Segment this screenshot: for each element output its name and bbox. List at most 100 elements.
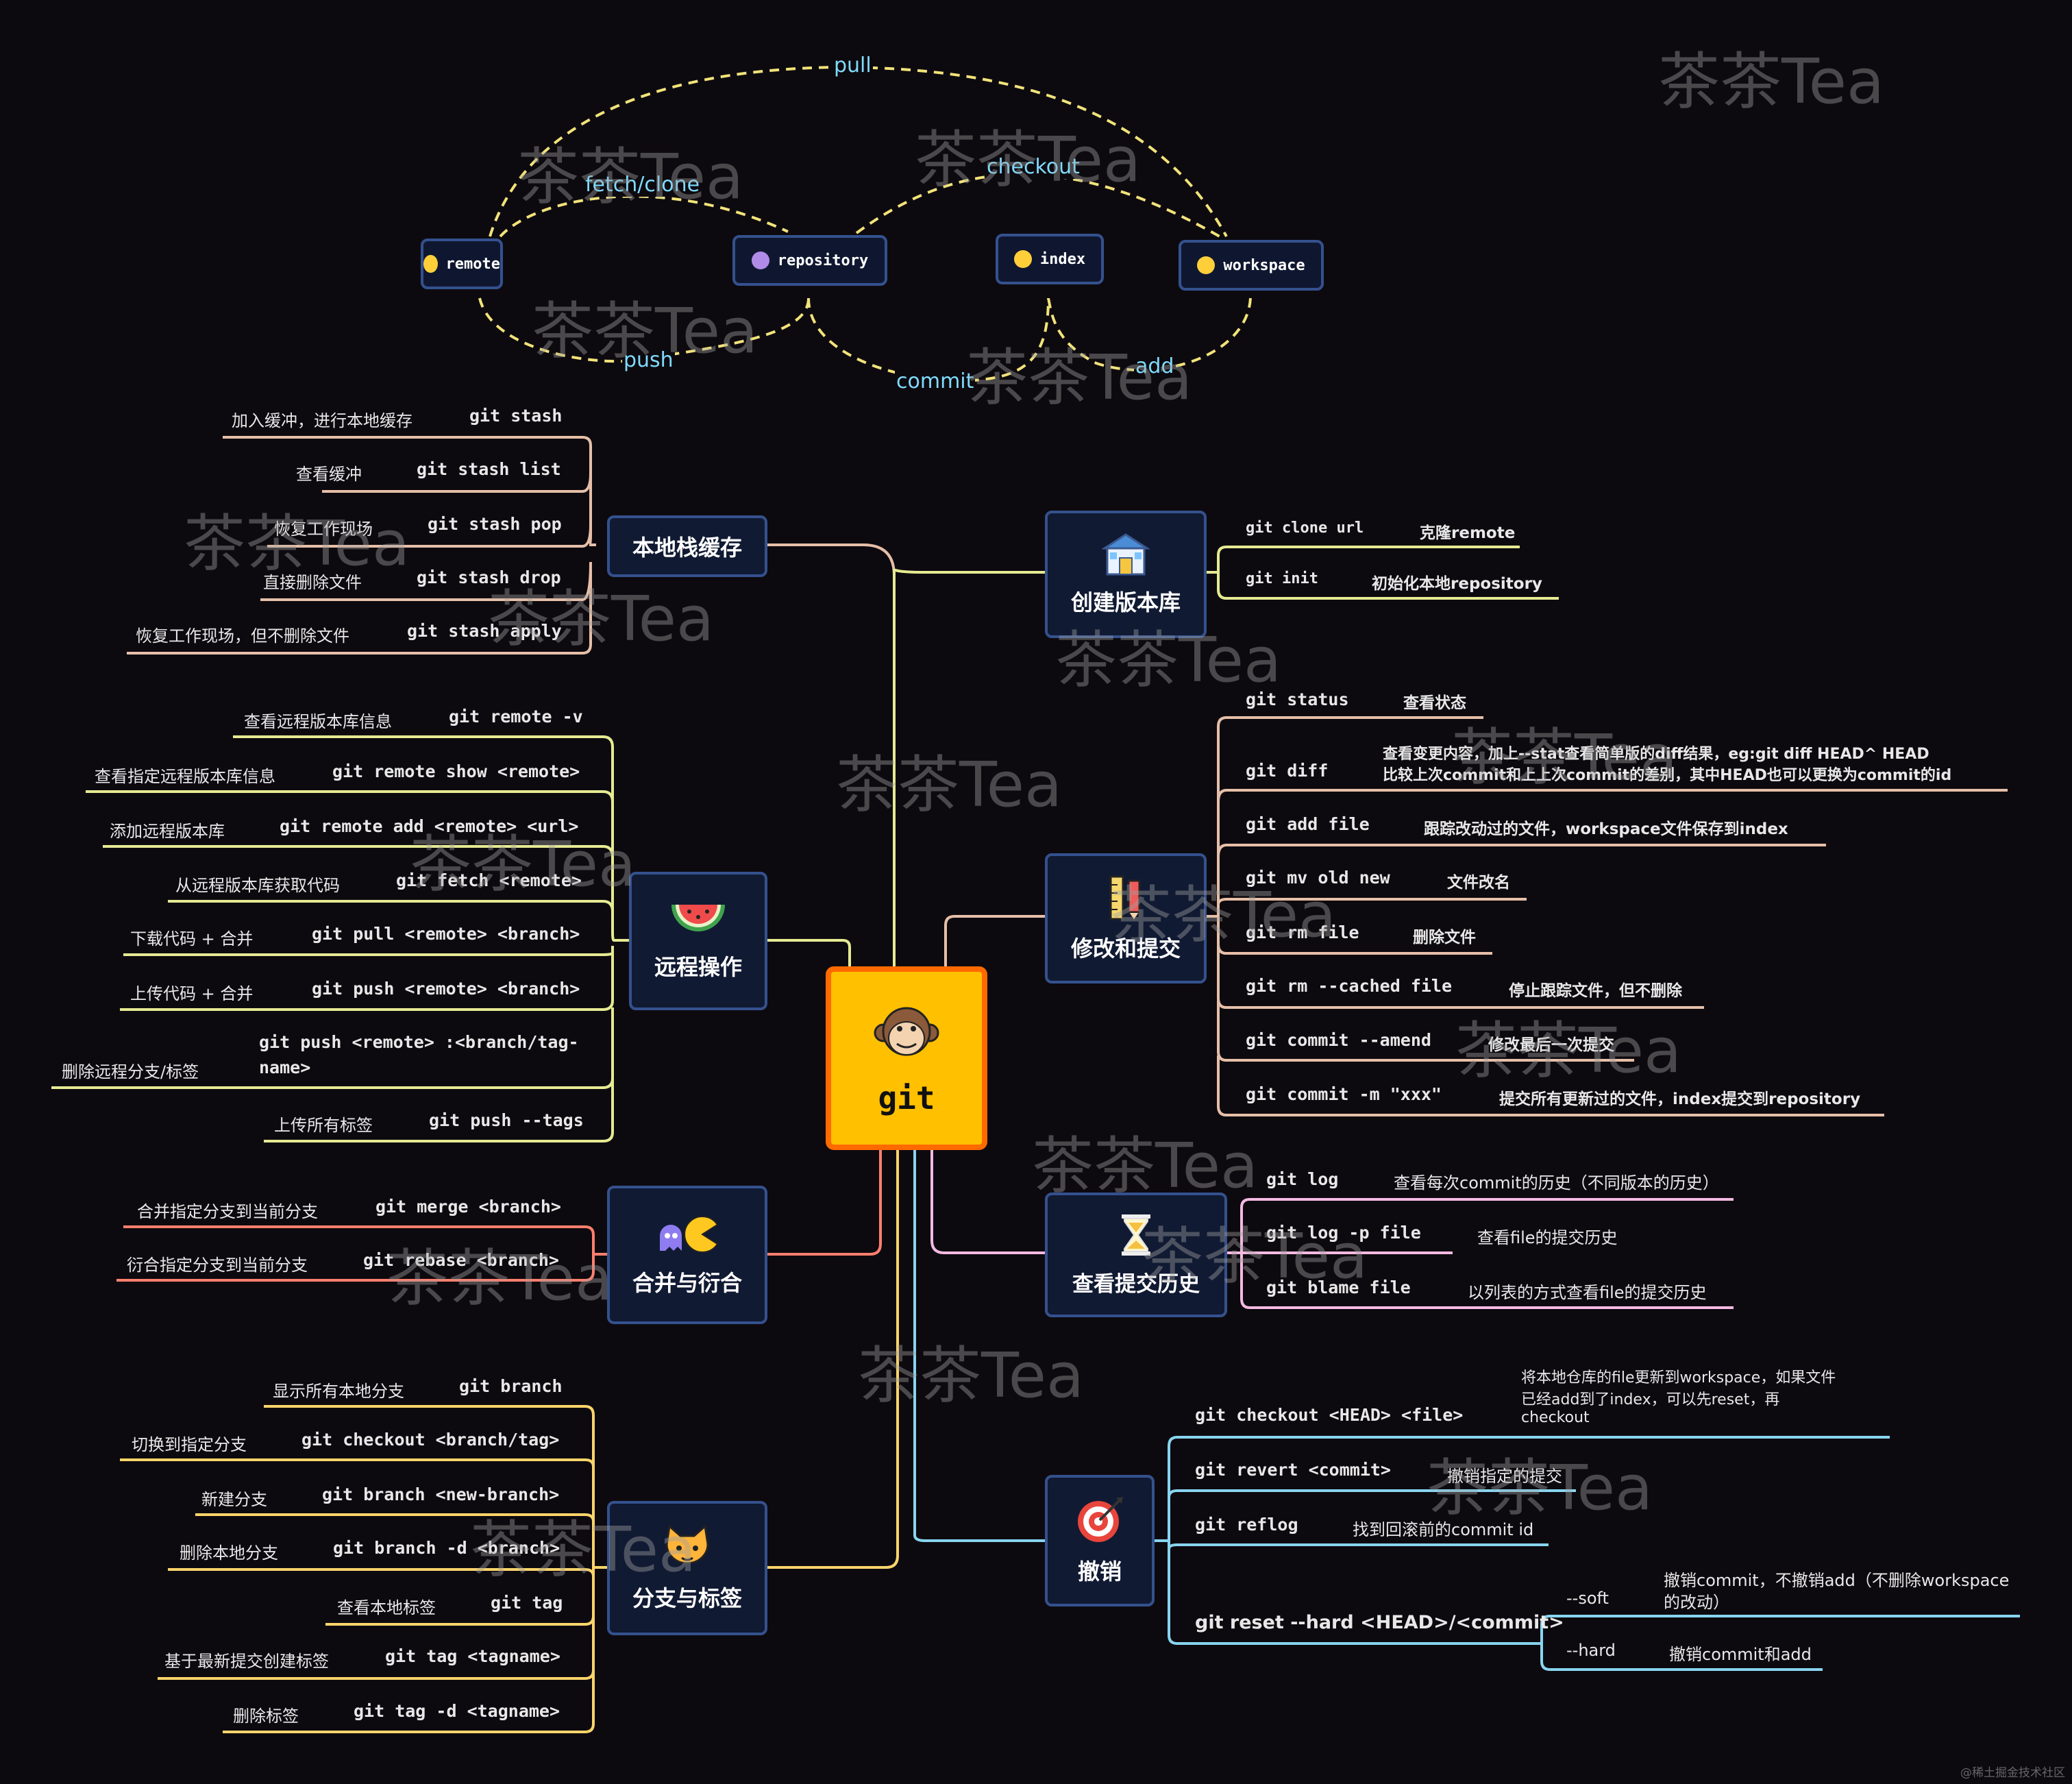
edge-pull-label: pull bbox=[832, 53, 873, 77]
undo-reset-hard-option: --hard bbox=[1566, 1641, 1616, 1660]
remote-cmd-2: git remote show <remote> bbox=[332, 761, 580, 781]
branch-cmd-4: git branch -d <branch> bbox=[333, 1538, 560, 1558]
history-cmd-2: git log -p file bbox=[1266, 1223, 1421, 1243]
undo-reset-soft-desc: 撤销commit，不撤销add（不删除workspace bbox=[1664, 1571, 2010, 1590]
node-workspace: workspace bbox=[1179, 240, 1324, 291]
remote-desc-6: 上传代码 + 合并 bbox=[130, 984, 254, 1003]
remote-desc-2: 查看指定远程版本库信息 bbox=[95, 767, 275, 786]
create-cmd-1: git clone url bbox=[1246, 520, 1364, 537]
modify-desc-2: 查看变更内容，加上--stat查看简单版的diff结果，eg:git diff … bbox=[1383, 746, 1929, 763]
undo-desc-3: 找到回滚前的commit id bbox=[1353, 1520, 1534, 1539]
remote-cmd-5: git pull <remote> <branch> bbox=[312, 924, 580, 944]
watermark: 茶茶Tea bbox=[1142, 1221, 1368, 1293]
undo-reset-hard-desc: 撤销commit和add bbox=[1669, 1645, 1812, 1664]
node-remote: remote bbox=[421, 239, 503, 289]
watermark: 茶茶Tea bbox=[1658, 46, 1885, 118]
history-desc-3: 以列表的方式查看file的提交历史 bbox=[1468, 1283, 1707, 1302]
topic-undo: 撤销 bbox=[1045, 1475, 1155, 1606]
watermark: 茶茶Tea bbox=[1032, 1130, 1259, 1202]
modify-desc-6: 停止跟踪文件，但不删除 bbox=[1509, 982, 1682, 1000]
credit-text: @稀土掘金技术社区 bbox=[1960, 1766, 2065, 1780]
remote-desc-1: 查看远程版本库信息 bbox=[244, 712, 392, 731]
node-repository: repository bbox=[732, 235, 887, 286]
branch-desc-3: 新建分支 bbox=[201, 1490, 267, 1509]
watermark: 茶茶Tea bbox=[410, 829, 637, 901]
watermark: 茶茶Tea bbox=[184, 508, 410, 580]
branch-desc-2: 切换到指定分支 bbox=[132, 1435, 247, 1454]
node-repository-label: repository bbox=[777, 252, 869, 269]
create-cmd-2: git init bbox=[1246, 570, 1318, 587]
remote-desc-8: 上传所有标签 bbox=[274, 1116, 373, 1135]
modify-desc-1: 查看状态 bbox=[1403, 694, 1466, 712]
node-remote-label: remote bbox=[445, 255, 500, 273]
topic-merge: 合并与衍合 bbox=[607, 1186, 767, 1324]
remote-cmd-3: git remote add <remote> <url> bbox=[280, 816, 579, 836]
undo-cmd-2: git revert <commit> bbox=[1195, 1460, 1391, 1480]
undo-desc-1-cont2: checkout bbox=[1521, 1409, 1590, 1426]
stash-cmd-2: git stash list bbox=[417, 459, 561, 479]
monkey-icon bbox=[874, 1007, 939, 1056]
modify-desc-4: 文件改名 bbox=[1447, 874, 1510, 892]
branch-cmd-1: git branch bbox=[459, 1376, 563, 1396]
modify-desc-3: 跟踪改动过的文件，workspace文件保存到index bbox=[1424, 820, 1788, 838]
smiling-devil-icon bbox=[751, 252, 769, 269]
pacman-icon bbox=[660, 1216, 719, 1253]
winking-face-icon bbox=[423, 255, 438, 273]
branch-desc-5: 查看本地标签 bbox=[337, 1598, 436, 1617]
history-cmd-3: git blame file bbox=[1266, 1278, 1411, 1297]
watermark: 茶茶Tea bbox=[1455, 1015, 1682, 1087]
history-cmd-1: git log bbox=[1266, 1169, 1339, 1189]
modify-desc-5: 删除文件 bbox=[1413, 929, 1476, 946]
cat-face-icon bbox=[665, 1524, 709, 1565]
topic-stash: 本地栈缓存 bbox=[607, 515, 767, 577]
watermark: 茶茶Tea bbox=[470, 1514, 697, 1586]
remote-desc-5: 下载代码 + 合并 bbox=[130, 929, 254, 949]
root-node: git bbox=[826, 966, 987, 1150]
watermark: 茶茶Tea bbox=[858, 1340, 1085, 1412]
modify-desc-2-cont: 比较上次commit和上上次commit的差别，其中HEAD也可以更换为comm… bbox=[1383, 767, 1952, 784]
branch-desc-7: 删除标签 bbox=[233, 1707, 299, 1726]
topic-branch-label: 分支与标签 bbox=[632, 1585, 742, 1611]
remote-desc-7: 删除远程分支/标签 bbox=[62, 1062, 199, 1082]
branch-cmd-2: git checkout <branch/tag> bbox=[301, 1430, 560, 1450]
stash-desc-2: 查看缓冲 bbox=[296, 465, 362, 484]
branch-desc-6: 基于最新提交创建标签 bbox=[164, 1652, 329, 1671]
topic-remote-ops: 远程操作 bbox=[629, 872, 767, 1010]
stash-cmd-3: git stash pop bbox=[428, 514, 562, 534]
history-desc-2: 查看file的提交历史 bbox=[1477, 1228, 1618, 1247]
watermark: 茶茶Tea bbox=[386, 1243, 613, 1315]
undo-cmd-3: git reflog bbox=[1195, 1515, 1298, 1535]
topic-modify-label: 修改和提交 bbox=[1070, 936, 1181, 962]
merge-desc-1: 合并指定分支到当前分支 bbox=[137, 1202, 318, 1221]
node-workspace-label: workspace bbox=[1223, 256, 1305, 274]
smiling-face-icon bbox=[1013, 250, 1032, 268]
branch-cmd-7: git tag -d <tagname> bbox=[354, 1701, 560, 1721]
undo-cmd-1: git checkout <HEAD> <file> bbox=[1195, 1405, 1464, 1425]
topic-stash-label: 本地栈缓存 bbox=[632, 535, 742, 561]
remote-cmd-8: git push --tags bbox=[429, 1110, 584, 1130]
undo-reset-soft-desc-cont: 的改动） bbox=[1664, 1593, 1729, 1612]
topic-branch: 分支与标签 bbox=[607, 1501, 767, 1635]
remote-cmd-6: git push <remote> <branch> bbox=[312, 979, 580, 999]
house-icon bbox=[1102, 533, 1150, 576]
stash-desc-1: 加入缓冲，进行本地缓存 bbox=[232, 411, 412, 430]
undo-reset-soft-option: --soft bbox=[1566, 1589, 1609, 1608]
watermark: 茶茶Tea bbox=[517, 141, 744, 213]
modify-desc-8: 提交所有更新过的文件，index提交到repository bbox=[1499, 1090, 1861, 1108]
stash-cmd-4: git stash drop bbox=[417, 567, 561, 587]
watermelon-icon bbox=[671, 905, 725, 931]
watermark: 茶茶Tea bbox=[488, 583, 715, 655]
hourglass-icon bbox=[1122, 1214, 1150, 1256]
topic-undo-label: 撤销 bbox=[1077, 1559, 1122, 1585]
root-label: git bbox=[878, 1079, 935, 1116]
modify-desc-7: 修改最后一次提交 bbox=[1488, 1036, 1614, 1054]
remote-desc-4: 从远程版本库获取代码 bbox=[175, 876, 340, 895]
merge-cmd-2: git rebase <branch> bbox=[363, 1250, 559, 1270]
branch-desc-1: 显示所有本地分支 bbox=[273, 1382, 404, 1401]
modify-cmd-8: git commit -m "xxx" bbox=[1246, 1084, 1442, 1104]
remote-cmd-7-cont: name> bbox=[259, 1058, 311, 1077]
undo-desc-1-cont: 已经add到了index，可以先reset，再 bbox=[1521, 1391, 1780, 1408]
topic-merge-label: 合并与衍合 bbox=[632, 1270, 742, 1296]
